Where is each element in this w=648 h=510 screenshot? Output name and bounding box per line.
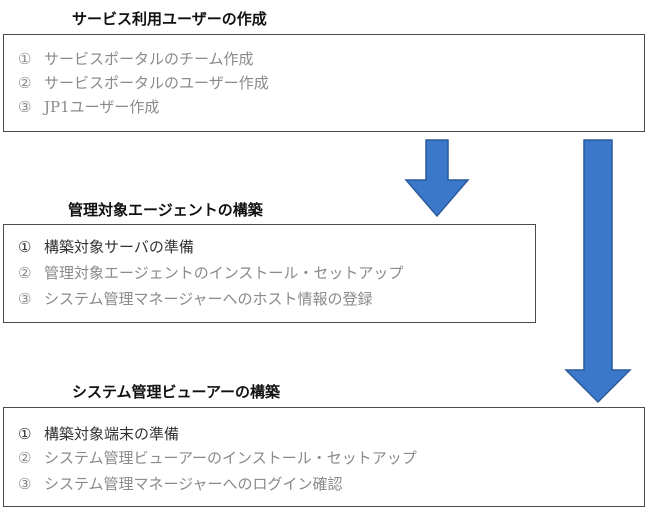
item-text: 構築対象端末の準備 [44, 425, 180, 443]
item-text: システム管理マネージャーへのログイン確認 [44, 475, 343, 493]
list-item: ③ JP1ユーザー作成 [18, 97, 159, 117]
item-text: システム管理ビューアーのインストール・セットアップ [44, 449, 417, 467]
list-item: ① サービスポータルのチーム作成 [18, 49, 254, 69]
item-text: JP1ユーザー作成 [44, 98, 160, 116]
item-number: ② [18, 74, 32, 92]
section-title-viewer-build: システム管理ビューアーの構築 [72, 383, 281, 401]
item-number: ① [18, 238, 32, 256]
item-text: サービスポータルのチーム作成 [44, 50, 254, 68]
item-text: 管理対象エージェントのインストール・セットアップ [44, 264, 404, 282]
item-number: ② [18, 264, 32, 282]
section-title-user-creation: サービス利用ユーザーの作成 [72, 10, 267, 28]
section-title-agent-build: 管理対象エージェントの構築 [68, 201, 263, 219]
item-text: システム管理マネージャーへのホスト情報の登録 [44, 290, 373, 308]
down-arrow-icon [564, 139, 632, 404]
item-number: ③ [18, 98, 32, 116]
list-item: ② サービスポータルのユーザー作成 [18, 73, 269, 93]
section-box-user-creation: ① サービスポータルのチーム作成 ② サービスポータルのユーザー作成 ③ JP1ユーザ… [3, 34, 645, 132]
list-item: ② 管理対象エージェントのインストール・セットアップ [18, 263, 403, 283]
item-text: 構築対象サーバの準備 [44, 238, 194, 256]
item-number: ③ [18, 475, 32, 493]
item-number: ② [18, 449, 32, 467]
down-arrow-icon [404, 139, 470, 218]
item-number: ① [18, 50, 32, 68]
list-item: ③ システム管理マネージャーへのホスト情報の登録 [18, 289, 373, 309]
list-item: ① 構築対象サーバの準備 [18, 237, 194, 257]
item-number: ③ [18, 290, 32, 308]
item-number: ① [18, 425, 32, 443]
item-text: サービスポータルのユーザー作成 [44, 74, 269, 92]
list-item: ① 構築対象端末の準備 [18, 424, 179, 444]
list-item: ③ システム管理マネージャーへのログイン確認 [18, 474, 343, 494]
list-item: ② システム管理ビューアーのインストール・セットアップ [18, 448, 417, 468]
